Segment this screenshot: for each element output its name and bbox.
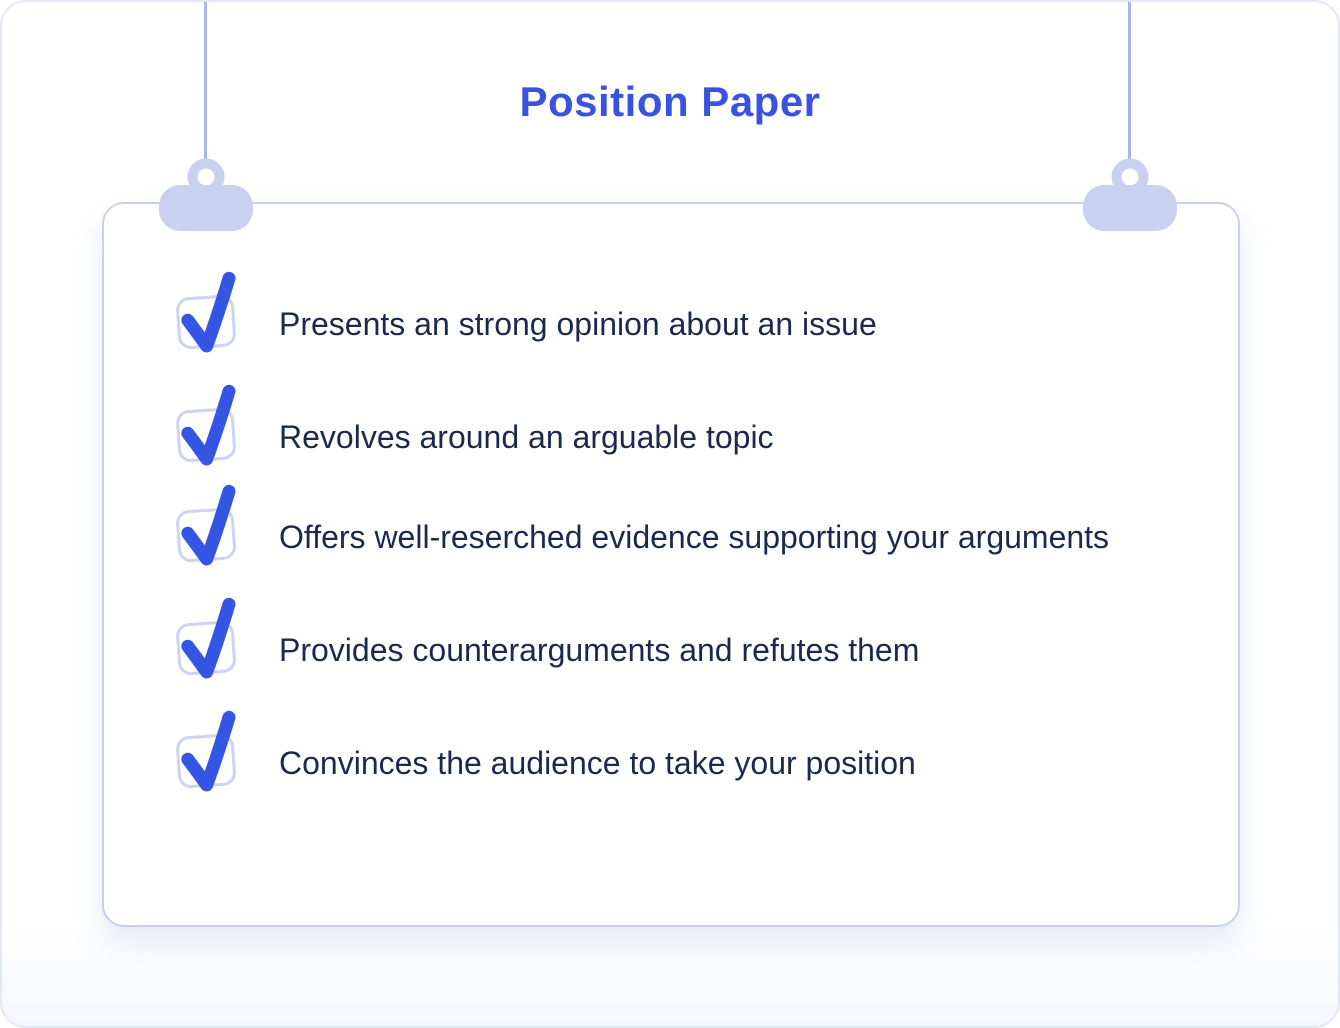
checklist-row: Convinces the audience to take your posi… [175, 710, 1238, 793]
hanging-string-left-icon [204, 2, 207, 170]
hanger-pin-icon [159, 158, 253, 231]
checkmark-icon [181, 710, 236, 792]
checkmark-icon [181, 384, 236, 466]
checkbox[interactable] [175, 597, 237, 679]
checklist-row: Revolves around an arguable topic [175, 384, 1238, 467]
checklist-item-label: Provides counterarguments and refutes th… [279, 632, 920, 668]
checklist-item-label: Convinces the audience to take your posi… [279, 745, 916, 781]
checklist: Presents an strong opinion about an issu… [104, 204, 1238, 793]
checklist-row: Presents an strong opinion about an issu… [175, 271, 1238, 354]
checklist-row: Provides counterarguments and refutes th… [175, 597, 1238, 680]
checkbox[interactable] [175, 384, 237, 466]
checklist-row: Offers well-reserched evidence supportin… [175, 484, 1238, 567]
checkbox[interactable] [175, 271, 237, 353]
checkmark-icon [181, 271, 236, 353]
checklist-card: Presents an strong opinion about an issu… [102, 202, 1240, 927]
hanging-string-right-icon [1128, 2, 1131, 170]
checkmark-icon [181, 484, 236, 566]
checklist-item-label: Revolves around an arguable topic [279, 419, 774, 455]
hanger-pin-icon [1083, 158, 1177, 231]
checklist-item-label: Offers well-reserched evidence supportin… [279, 519, 1110, 555]
checkmark-icon [181, 597, 236, 679]
page-title: Position Paper [519, 78, 821, 125]
checkbox[interactable] [175, 484, 237, 566]
checklist-item-label: Presents an strong opinion about an issu… [279, 306, 877, 342]
checkbox[interactable] [175, 710, 237, 792]
